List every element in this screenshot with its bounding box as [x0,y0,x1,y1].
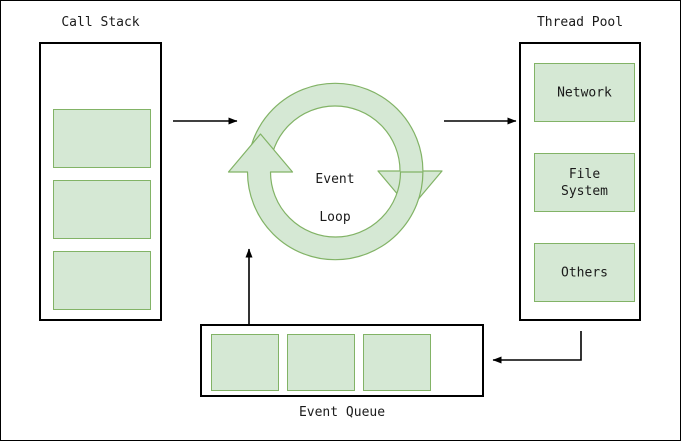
event-queue-item-1[interactable] [211,334,279,391]
thread-pool-worker-others-label: Others [561,265,608,280]
call-stack-title: Call Stack [61,15,140,30]
event-loop-arc-counterclockwise [227,133,424,261]
event-loop-arc-clockwise [246,82,443,210]
thread-pool-worker-file-system[interactable]: File System [534,153,635,212]
thread-pool-worker-file-system-label: File System [561,166,608,199]
event-loop-label-line1: Event [315,172,355,187]
event-loop-label-line2: Loop [319,210,351,225]
event-queue-item-2[interactable] [287,334,355,391]
thread-pool-worker-others[interactable]: Others [534,243,635,302]
call-stack-frame-1[interactable] [53,109,151,168]
call-stack-frame-2[interactable] [53,180,151,239]
event-queue-box[interactable] [200,324,484,397]
thread-pool-worker-network-label: Network [557,85,612,100]
call-stack-frame-3[interactable] [53,251,151,310]
arrow-thread-pool-to-event-queue [492,331,582,364]
event-queue-item-3[interactable] [363,334,431,391]
thread-pool-box[interactable]: Network File System Others [519,42,641,321]
thread-pool-worker-network[interactable]: Network [534,63,635,122]
event-loop-label: Event Loop [285,151,385,227]
thread-pool-title: Thread Pool [536,15,624,30]
event-queue-title: Event Queue [298,405,386,420]
call-stack-box[interactable] [39,42,162,321]
